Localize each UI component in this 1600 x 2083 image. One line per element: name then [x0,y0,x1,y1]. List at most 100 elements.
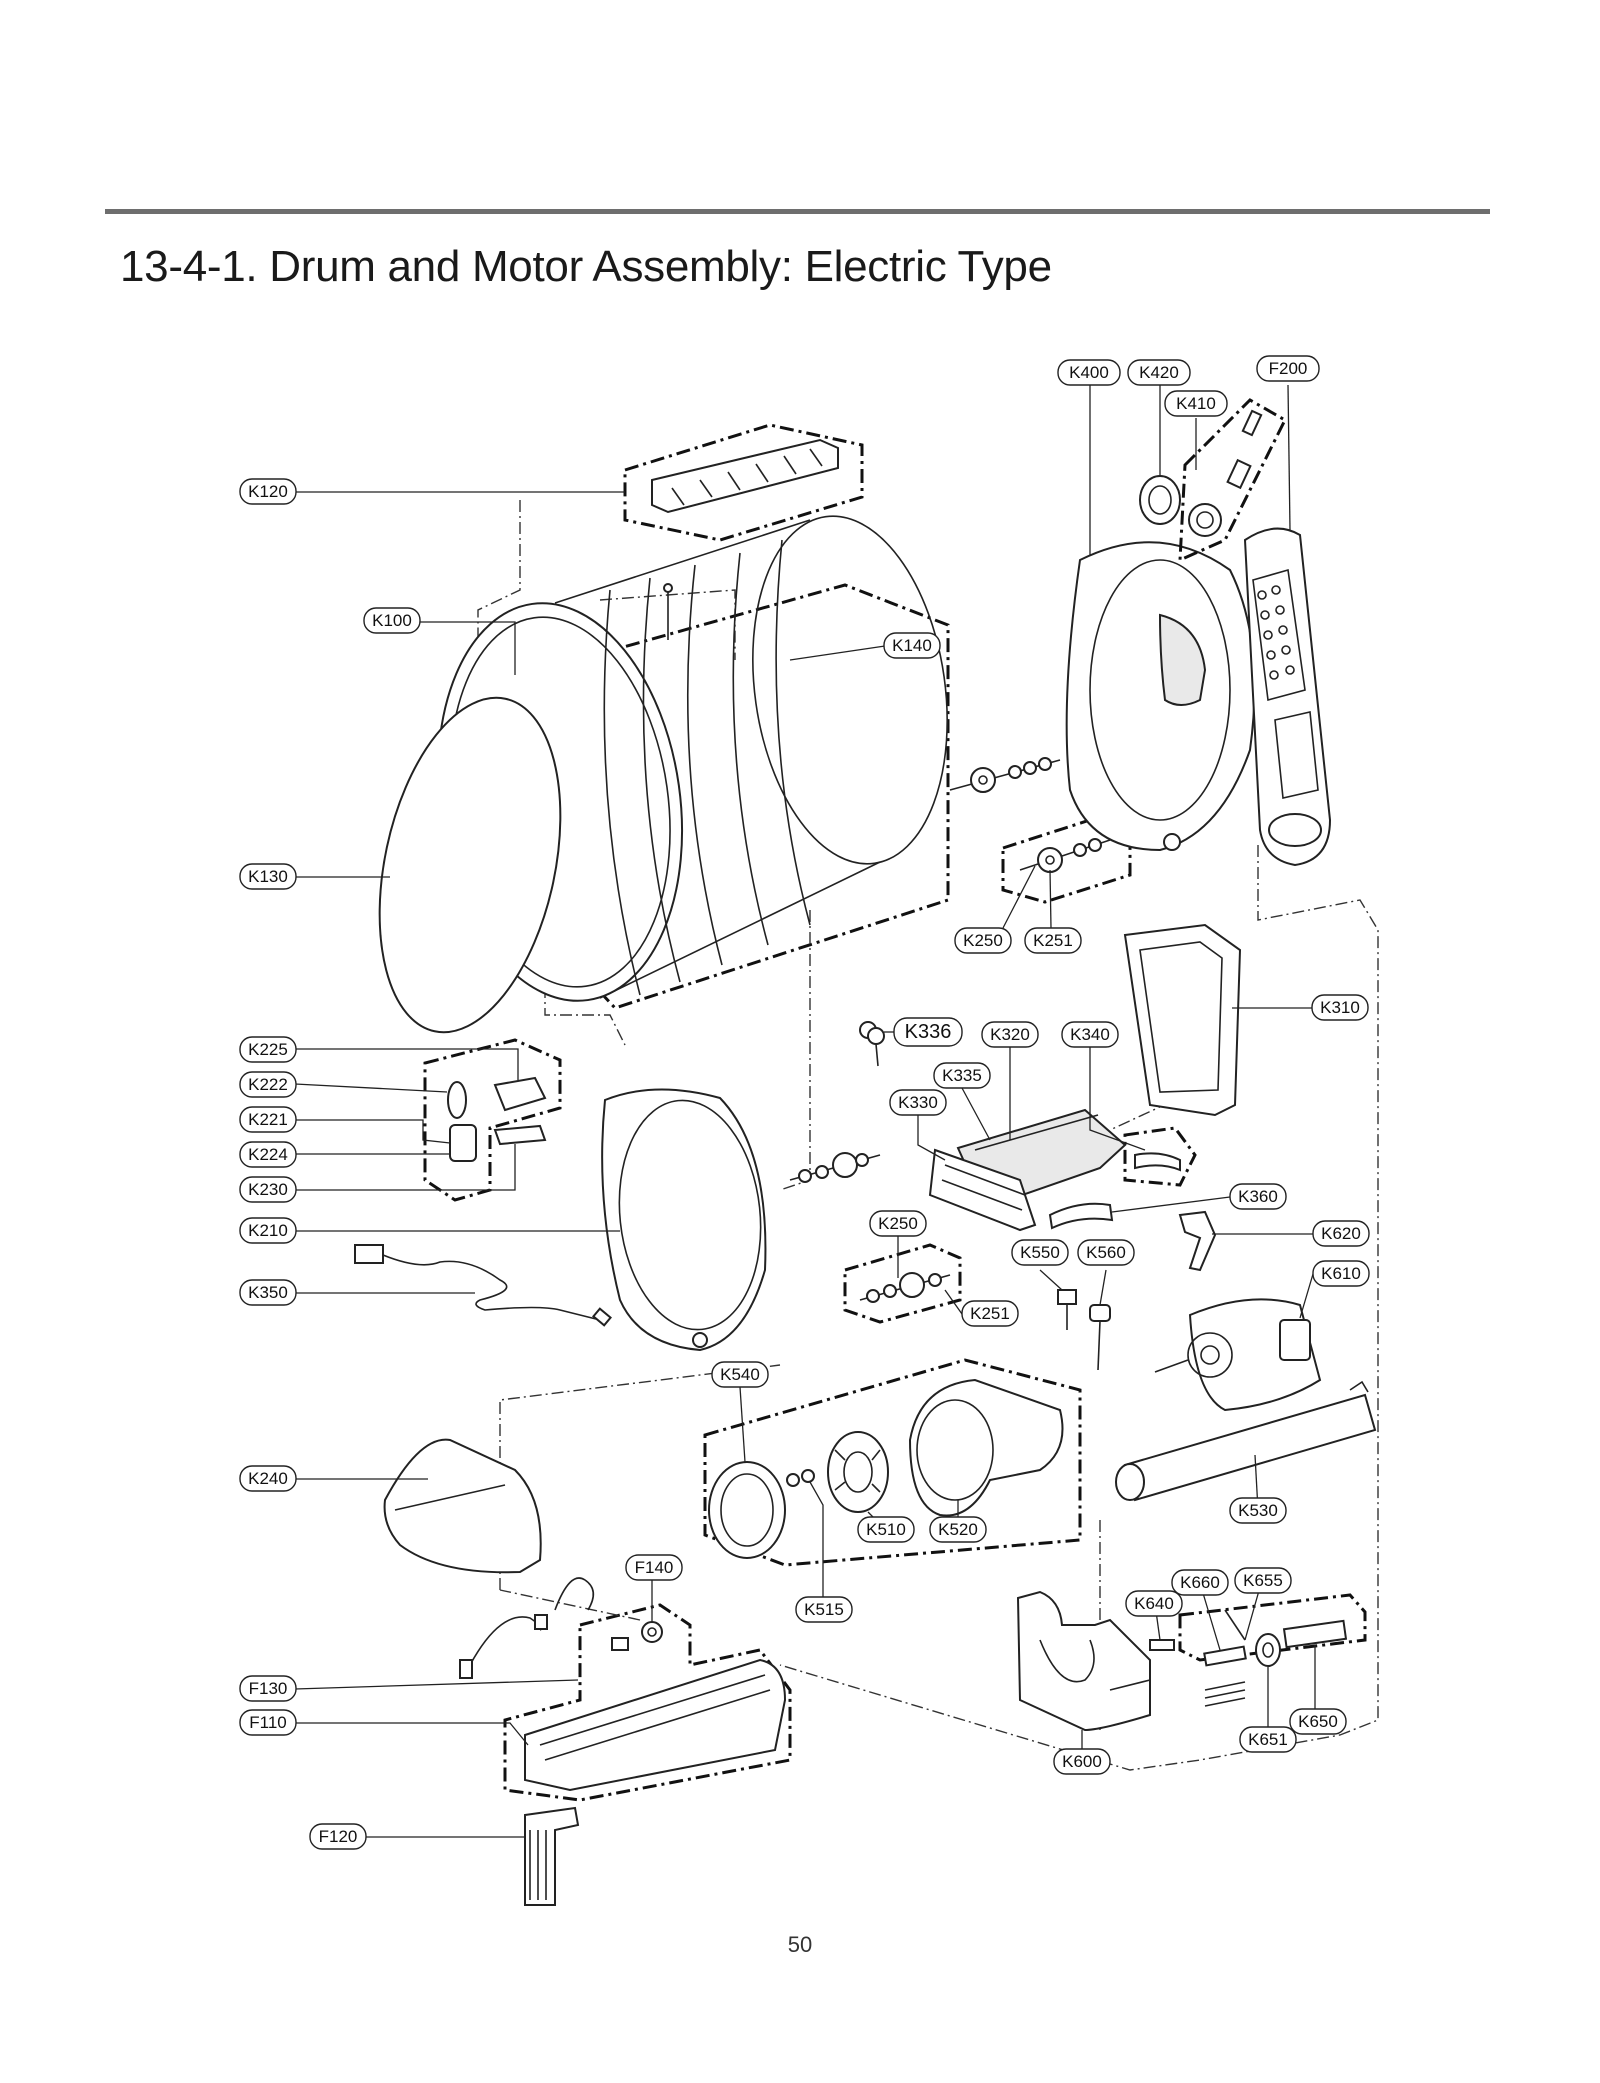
callout-k600[interactable]: K600 [1053,1748,1111,1775]
callout-k400[interactable]: K400 [1057,359,1121,386]
page-title: 13-4-1. Drum and Motor Assembly: Electri… [120,242,1052,291]
callout-k250-top[interactable]: K250 [954,927,1012,954]
svg-text:K410: K410 [1176,394,1216,413]
callout-k540[interactable]: K540 [711,1361,769,1388]
k600-motor-bracket [1016,1590,1151,1732]
k336-spring [859,1021,885,1067]
svg-text:K225: K225 [248,1040,288,1059]
callout-k620[interactable]: K620 [1312,1220,1370,1247]
k250-bearing-top [1019,838,1111,873]
callout-k230[interactable]: K230 [239,1176,297,1203]
callout-f130[interactable]: F130 [239,1675,297,1702]
callout-k550[interactable]: K550 [1011,1239,1069,1266]
svg-text:F120: F120 [319,1827,358,1846]
callout-k251-top[interactable]: K251 [1024,927,1082,954]
svg-text:K224: K224 [248,1145,288,1164]
callout-k140[interactable]: K140 [883,632,941,659]
callout-k655[interactable]: K655 [1234,1567,1292,1594]
svg-text:K251: K251 [1033,931,1073,950]
callout-k130[interactable]: K130 [239,863,297,890]
k230-lamp-bracket [493,1124,547,1146]
svg-text:K560: K560 [1086,1243,1126,1262]
k560-thermistor [1089,1304,1111,1371]
callout-k510[interactable]: K510 [857,1516,915,1543]
k655-spring-hook [1224,1609,1246,1641]
page-number: 50 [787,1932,813,1957]
k310-filter-frame [1123,923,1242,1117]
callout-k100[interactable]: K100 [363,607,421,634]
callout-k360[interactable]: K360 [1229,1183,1287,1210]
svg-text:K130: K130 [248,867,288,886]
callout-k560[interactable]: K560 [1077,1239,1135,1266]
callout-k350[interactable]: K350 [239,1279,297,1306]
callout-f120[interactable]: F120 [309,1823,367,1850]
f130-wires [459,1577,595,1679]
svg-text:K620: K620 [1321,1224,1361,1243]
k130-gasket-ring [378,696,562,1034]
front-shaft-bearings [789,1152,881,1183]
svg-text:K250: K250 [963,931,1003,950]
svg-text:K250: K250 [878,1214,918,1233]
callout-k520[interactable]: K520 [929,1516,987,1543]
k240-lint-duct [383,1438,542,1574]
callout-k221[interactable]: K221 [239,1106,297,1133]
callout-k640[interactable]: K640 [1125,1590,1183,1617]
top-rule [105,209,1490,214]
callout-k340[interactable]: K340 [1061,1021,1119,1048]
k510-blower-fan [827,1431,889,1513]
callout-k651[interactable]: K651 [1239,1726,1297,1753]
svg-text:K222: K222 [248,1075,288,1094]
callout-k336[interactable]: K336 [893,1017,963,1047]
callout-k210[interactable]: K210 [239,1217,297,1244]
callout-k410[interactable]: K410 [1164,390,1228,417]
svg-text:K310: K310 [1320,998,1360,1017]
callout-k335[interactable]: K335 [933,1062,991,1089]
leader-lines [294,384,1316,1838]
callout-k222[interactable]: K222 [239,1071,297,1098]
svg-text:K336: K336 [905,1021,952,1043]
f200-lint-duct [1243,527,1332,867]
callout-f140[interactable]: F140 [625,1554,683,1581]
svg-text:K210: K210 [248,1221,288,1240]
callout-k650[interactable]: K650 [1289,1708,1347,1735]
k515-impeller-washer [786,1469,815,1487]
callout-k660[interactable]: K660 [1171,1569,1229,1596]
k222-lamp-bulb [447,1081,467,1119]
f140-thermostat [611,1621,663,1651]
callout-k310[interactable]: K310 [1311,994,1369,1021]
callout-labels: K400 K420 F200 K410 K120 K100 K140 K130 … [239,355,1370,1850]
rear-shaft-bearings [949,757,1061,793]
svg-text:K600: K600 [1062,1752,1102,1771]
screw [663,583,673,640]
callout-f200[interactable]: F200 [1256,355,1320,382]
callout-k610[interactable]: K610 [1312,1260,1370,1287]
svg-text:K140: K140 [892,636,932,655]
svg-text:K120: K120 [248,482,288,501]
svg-text:K221: K221 [248,1110,288,1129]
svg-text:F110: F110 [249,1713,287,1732]
callout-k240[interactable]: K240 [239,1465,297,1492]
callout-k515[interactable]: K515 [795,1596,853,1623]
k650-idler-arm [1282,1619,1348,1649]
part-drawings [354,398,1377,1906]
svg-text:K230: K230 [248,1180,288,1199]
svg-text:K660: K660 [1180,1573,1220,1592]
k410-fitting [1178,398,1287,563]
svg-text:K640: K640 [1134,1594,1174,1613]
svg-text:K651: K651 [1248,1730,1288,1749]
k540-blower-seal [708,1461,786,1559]
callout-k251-lower[interactable]: K251 [961,1300,1019,1327]
callout-k330[interactable]: K330 [889,1089,947,1116]
k350-wire-harness [354,1244,612,1327]
callout-k225[interactable]: K225 [239,1036,297,1063]
callout-k250-lower[interactable]: K250 [869,1210,927,1237]
callout-k120[interactable]: K120 [239,478,297,505]
svg-text:K510: K510 [866,1520,906,1539]
callout-k420[interactable]: K420 [1127,359,1191,386]
callout-k320[interactable]: K320 [981,1021,1039,1048]
callout-f110[interactable]: F110 [239,1709,297,1736]
callout-k530[interactable]: K530 [1229,1497,1287,1524]
callout-k224[interactable]: K224 [239,1141,297,1168]
svg-text:K420: K420 [1139,363,1179,382]
